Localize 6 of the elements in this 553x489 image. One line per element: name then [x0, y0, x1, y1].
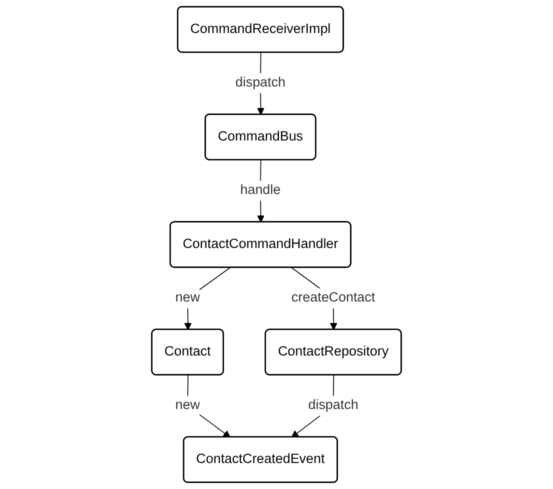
edge-label: dispatch: [235, 76, 286, 90]
edge-label: dispatch: [308, 398, 358, 413]
edge-label: handle: [240, 183, 281, 198]
edge-label: createContact: [291, 290, 376, 305]
edge-label: new: [175, 398, 200, 413]
edge-label: new: [175, 290, 200, 305]
